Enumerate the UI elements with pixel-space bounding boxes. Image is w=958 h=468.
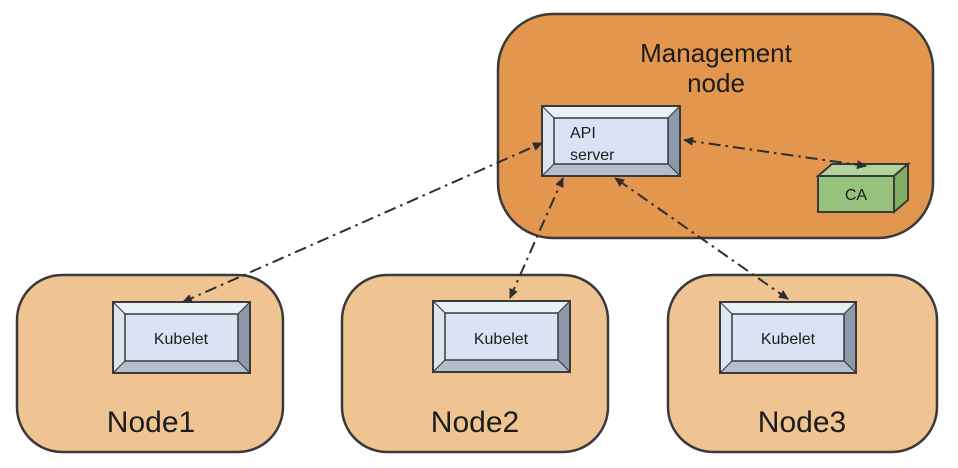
node2-label: Node2 [431, 406, 519, 439]
kubelet3-face [731, 313, 845, 362]
api-server-box: API server [540, 104, 682, 178]
kubelet2-label: Kubelet [474, 331, 529, 348]
kubelet2-bevel-top [431, 300, 572, 314]
kubelet1-bevel-top [111, 301, 252, 315]
kubelet3-label: Kubelet [761, 331, 816, 348]
kubelet2-box: Kubelet [431, 299, 572, 374]
kubelet3-box: Kubelet [718, 300, 858, 375]
ca-box: CA [815, 161, 911, 215]
api-server-bevel-bottom [540, 163, 682, 177]
kubelet2-bevel-bottom [431, 359, 572, 373]
api-server-label-line1: API [570, 125, 596, 142]
api-server-label-line2: server [570, 147, 615, 164]
kubelet3-bevel-top [718, 301, 858, 315]
connection-api-kubelet1 [182, 142, 543, 303]
kubelet1-label: Kubelet [154, 331, 209, 348]
management-node-title-line2: node [687, 68, 745, 98]
management-node-title-line1: Management [640, 38, 793, 68]
connection-api-kubelet2 [509, 177, 564, 299]
api-server-outline [541, 105, 681, 177]
ca-box-front [817, 175, 895, 213]
node1-label: Node1 [107, 406, 195, 439]
node3-label: Node3 [758, 406, 846, 439]
kubelet1-outline [112, 301, 251, 374]
connection-api-ca [683, 136, 867, 170]
api-server-bevel-top [540, 105, 682, 119]
connection-api-kubelet3 [614, 177, 789, 300]
kubelet3-bevel-bottom [718, 360, 858, 374]
kubelet2-face [444, 312, 559, 361]
kubelet1-face [124, 313, 239, 362]
kubelet1-box: Kubelet [111, 300, 252, 375]
kubelet1-bevel-bottom [111, 360, 252, 374]
ca-label: CA [845, 187, 868, 204]
kubelet3-outline [719, 301, 857, 374]
api-server-face [553, 117, 669, 165]
